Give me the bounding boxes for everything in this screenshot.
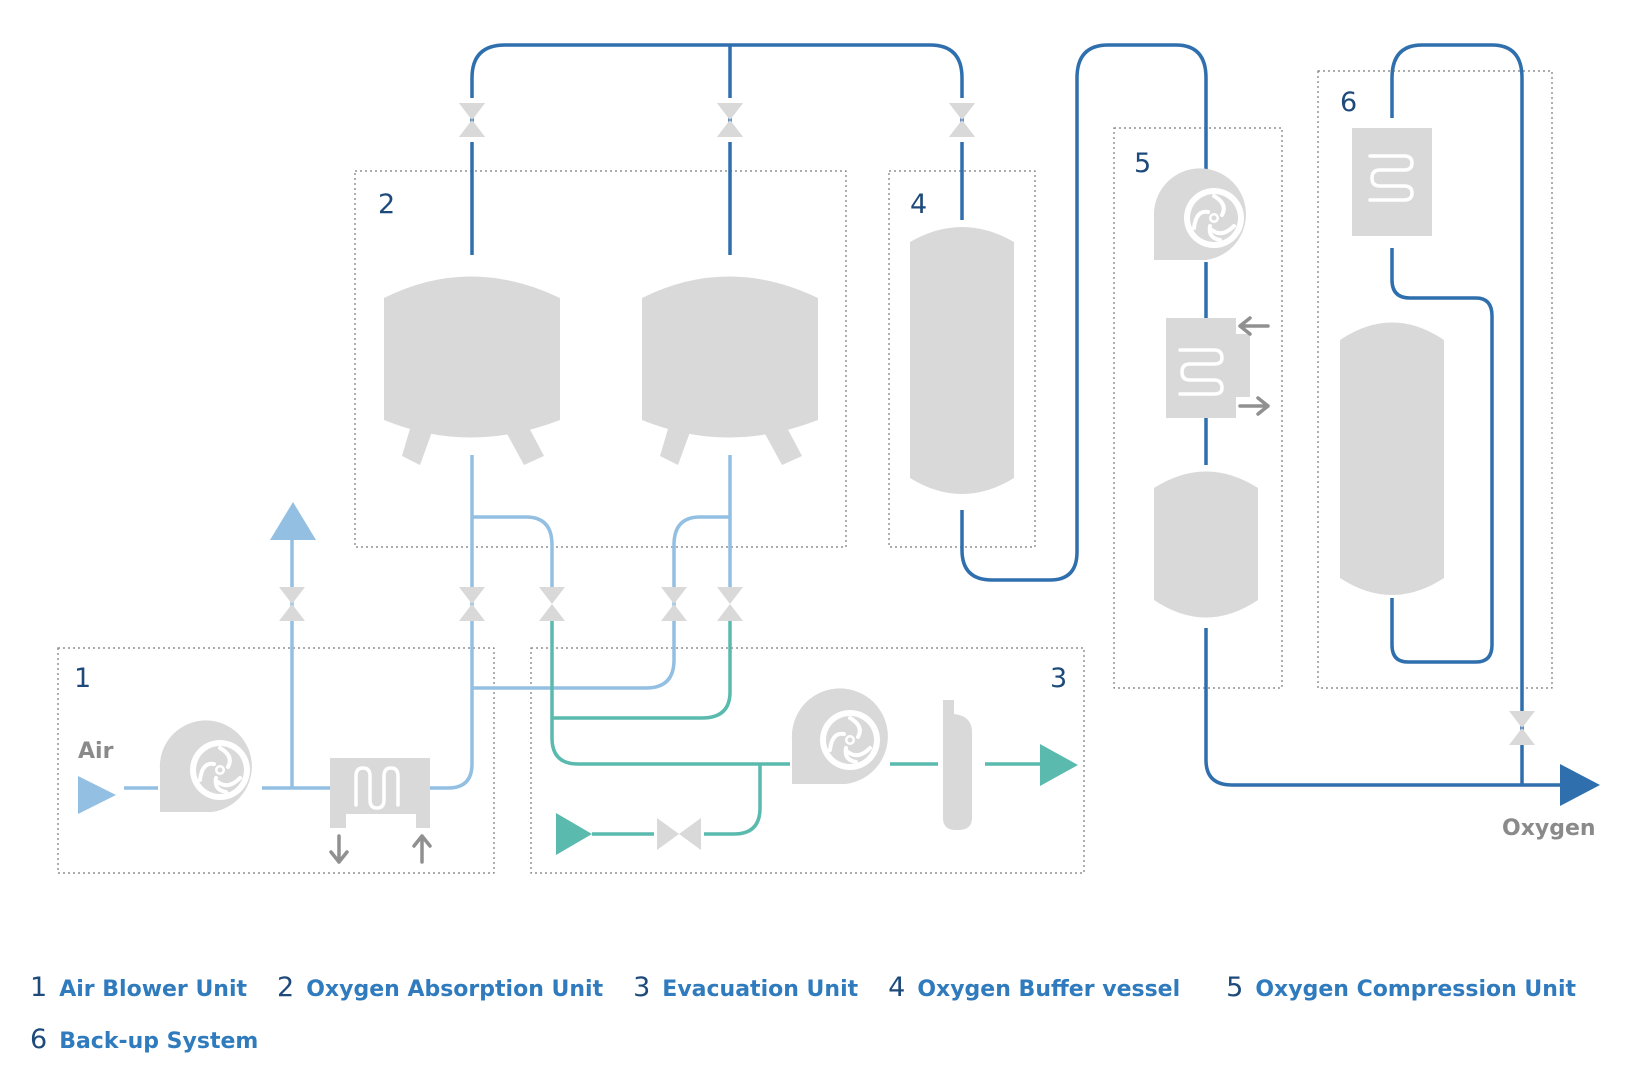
valve [1509,711,1535,745]
vacuum-outlet-arrow [1040,744,1078,786]
unit-box-2 [354,170,847,548]
legend-label: Back-up System [59,1029,259,1054]
oxygen-outlet-arrow [1560,764,1600,806]
adsorber-vessel-right [642,276,818,465]
valve [539,587,565,621]
unit-box-6 [1317,70,1553,689]
silencer [943,700,972,830]
valve [657,818,701,850]
legend-number: 4 [888,972,906,1003]
legend-row: 1 Air Blower Unit 2 Oxygen Absorption Un… [30,972,1610,1024]
oxygen-compressor [1153,168,1246,260]
vacuum-inlet-arrow [556,813,592,855]
air-inlet-label: Air [78,739,114,764]
unit-number-3: 3 [1050,663,1067,694]
legend-label: Oxygen Compression Unit [1255,977,1577,1002]
legend-item-oxygen-absorption-unit: 2 Oxygen Absorption Unit [277,972,603,1003]
legend-item-oxygen-buffer-vessel: 4 Oxygen Buffer vessel [888,972,1180,1003]
valve [661,587,687,621]
legend-number: 6 [30,1024,48,1055]
legend-item-back-up-system: 6 Back-up System [30,1024,258,1055]
air-blower [159,720,252,812]
legend-item-oxygen-compression-unit: 5 Oxygen Compression Unit [1226,972,1576,1003]
oxygen-receiver-vessel [1154,471,1258,618]
air-inlet-arrow [78,776,116,814]
unit-box-5 [1113,127,1283,689]
oxygen-heat-exchanger [1166,316,1270,418]
legend-label: Evacuation Unit [662,977,859,1002]
unit-box-3 [530,647,1085,874]
unit-number-5: 5 [1134,148,1151,179]
legend-label: Oxygen Buffer vessel [917,977,1181,1002]
vent-arrow [270,502,316,540]
oxygen-pipes [470,43,1560,787]
unit-number-2: 2 [378,189,395,220]
unit-number-1: 1 [74,663,91,694]
oxygen-outlet-label: Oxygen [1502,816,1596,841]
legend-item-evacuation-unit: 3 Evacuation Unit [633,972,858,1003]
legend-number: 5 [1226,972,1244,1003]
backup-storage-vessel [1340,322,1444,595]
legend-number: 2 [277,972,295,1003]
valve [279,587,305,621]
unit-number-6: 6 [1340,87,1357,118]
legend: 1 Air Blower Unit 2 Oxygen Absorption Un… [30,972,1610,1076]
legend-label: Air Blower Unit [59,977,248,1002]
legend-item-air-blower-unit: 1 Air Blower Unit [30,972,247,1003]
legend-number: 3 [633,972,651,1003]
air-cooler [329,758,432,864]
buffer-vessel [910,227,1014,494]
valve [717,587,743,621]
vacuum-pump [791,688,888,784]
legend-label: Oxygen Absorption Unit [306,977,604,1002]
unit-number-4: 4 [910,189,927,220]
legend-row: 6 Back-up System [30,1024,1610,1076]
valve [459,587,485,621]
legend-number: 1 [30,972,48,1003]
backup-heat-exchanger [1352,128,1432,236]
vacuum-pipes [550,620,1040,836]
adsorber-vessel-left [384,276,560,465]
